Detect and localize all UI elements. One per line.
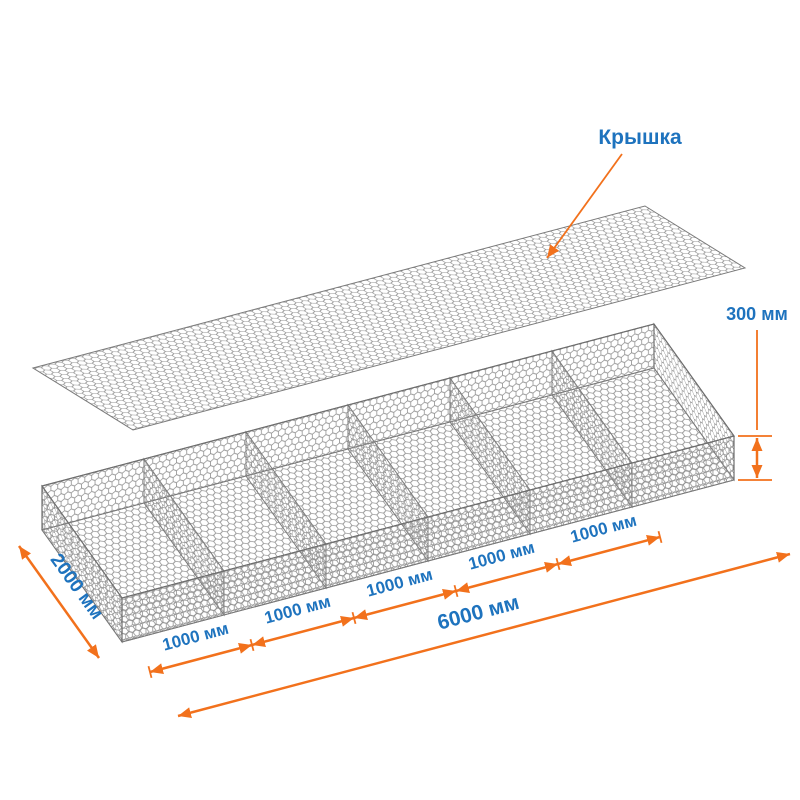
segment-tick xyxy=(147,665,153,679)
lid-leader-arrow xyxy=(546,153,623,259)
lid-callout: Крышка xyxy=(546,126,682,259)
dimension-height: 300 мм xyxy=(726,304,788,481)
lid-mesh-panel xyxy=(31,205,747,431)
length-dimension-arrow xyxy=(177,552,791,718)
lid-mesh-surface xyxy=(31,205,747,431)
height-dimension-label: 300 мм xyxy=(726,304,788,324)
segment-tick xyxy=(657,530,663,544)
width-dimension-arrow xyxy=(17,545,101,659)
lid-label: Крышка xyxy=(598,126,682,149)
